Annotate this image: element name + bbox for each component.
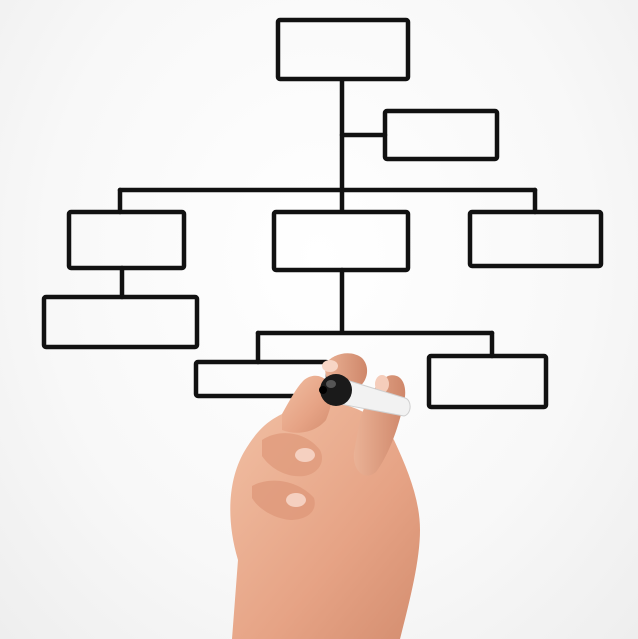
- fingernail: [322, 360, 338, 372]
- org-box-assistant: [382, 108, 500, 162]
- org-box-left-child: [41, 294, 200, 350]
- fingernail: [375, 375, 389, 393]
- fingernail: [295, 448, 315, 462]
- org-box-left: [66, 209, 187, 271]
- marker-cap-highlight: [326, 380, 336, 388]
- org-box-root: [275, 17, 411, 82]
- org-box-right: [467, 209, 604, 269]
- marker: [319, 374, 411, 417]
- fingernail: [286, 493, 306, 507]
- hand-curled-finger-1: [262, 433, 323, 477]
- marker-body: [339, 377, 411, 417]
- org-box-bottom-right: [426, 353, 549, 410]
- marker-tip: [319, 386, 327, 394]
- connector-lines: [117, 77, 538, 365]
- org-box-middle: [271, 209, 411, 273]
- org-boxes: [41, 17, 604, 410]
- hand-curled-finger-2: [252, 480, 315, 520]
